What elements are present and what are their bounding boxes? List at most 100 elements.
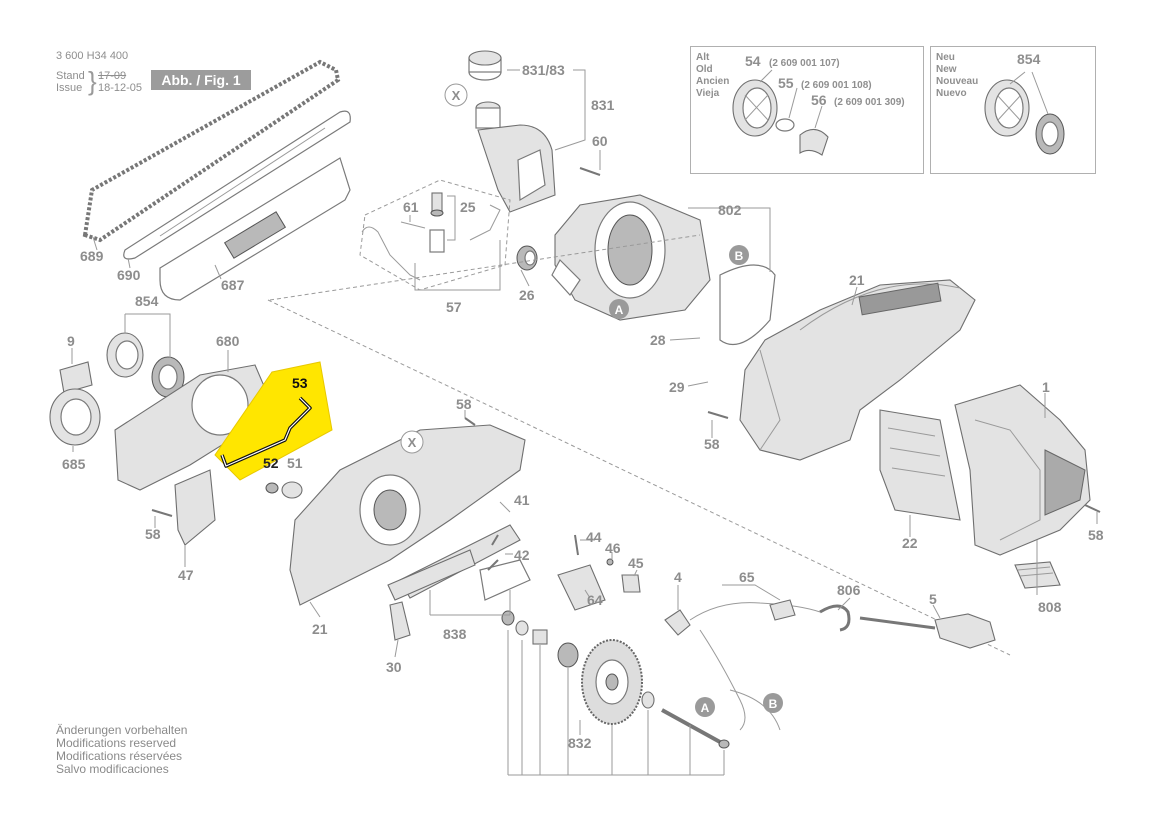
svg-text:B: B bbox=[769, 697, 778, 711]
oil-pump-assembly bbox=[361, 192, 501, 281]
new-lang-es: Nuevo bbox=[936, 88, 967, 99]
label-832: 832 bbox=[568, 735, 592, 751]
label-45: 45 bbox=[628, 555, 644, 571]
motor-gasket bbox=[719, 264, 776, 346]
svg-text:X: X bbox=[452, 88, 461, 103]
new-parts-box: Neu New Nouveau Nuevo 854 bbox=[930, 46, 1096, 174]
housing-main bbox=[739, 279, 976, 461]
label-53-highlighted: 53 bbox=[292, 375, 308, 391]
power-cable bbox=[819, 604, 996, 649]
badge-x-bottom: X bbox=[400, 430, 424, 454]
saw-chain bbox=[82, 59, 341, 243]
label-52: 52 bbox=[263, 455, 279, 471]
rear-handle bbox=[954, 384, 1091, 556]
stand-old-date: 17-09 bbox=[98, 70, 127, 82]
label-5: 5 bbox=[929, 591, 937, 607]
svg-text:X: X bbox=[408, 435, 417, 450]
label-838: 838 bbox=[443, 626, 467, 642]
label-4: 4 bbox=[674, 569, 682, 585]
issue-label: Issue bbox=[56, 82, 83, 94]
label-21-top: 21 bbox=[849, 272, 865, 288]
sprocket-854 bbox=[106, 332, 185, 398]
old-parts-box: Alt Old Ancien Vieja 54 (2 609 001 107) … bbox=[690, 46, 924, 174]
label-47: 47 bbox=[178, 567, 194, 583]
sprocket-cover-680 bbox=[114, 364, 271, 491]
label-57: 57 bbox=[446, 299, 462, 315]
old-lang-es: Vieja bbox=[696, 88, 720, 99]
old-part-55: 55 bbox=[778, 75, 794, 91]
label-808: 808 bbox=[1038, 599, 1062, 615]
label-42: 42 bbox=[514, 547, 530, 563]
label-58-right: 58 bbox=[704, 436, 720, 452]
cover-disc-685 bbox=[49, 388, 101, 446]
label-802: 802 bbox=[718, 202, 742, 218]
old-part-54-code: (2 609 001 107) bbox=[769, 58, 840, 69]
label-28: 28 bbox=[650, 332, 666, 348]
label-26: 26 bbox=[519, 287, 535, 303]
nut-51 bbox=[281, 481, 303, 499]
old-part-54: 54 bbox=[745, 53, 761, 69]
label-44: 44 bbox=[586, 529, 602, 545]
label-685: 685 bbox=[62, 456, 86, 472]
trigger-30 bbox=[389, 601, 411, 641]
old-lang-fr: Ancien bbox=[696, 76, 730, 87]
label-21-bottom: 21 bbox=[312, 621, 328, 637]
switch-64 bbox=[557, 564, 606, 611]
drive-gear bbox=[581, 639, 643, 725]
new-part-854: 854 bbox=[1017, 51, 1041, 67]
footer-line-es: Salvo modificaciones bbox=[56, 762, 169, 776]
badge-a-top: A bbox=[609, 299, 629, 319]
label-58-far: 58 bbox=[1088, 527, 1104, 543]
label-22: 22 bbox=[902, 535, 918, 551]
label-854: 854 bbox=[135, 293, 159, 309]
oil-tank-assembly bbox=[468, 50, 556, 213]
label-61: 61 bbox=[403, 199, 419, 215]
badge-a-bottom: A bbox=[695, 697, 715, 717]
dashed-box-57 bbox=[359, 179, 511, 291]
footer-line-fr: Modifications réservées bbox=[56, 749, 183, 763]
svg-text:A: A bbox=[615, 303, 624, 317]
label-806: 806 bbox=[837, 582, 861, 598]
new-lang-de: Neu bbox=[936, 52, 955, 63]
handle-shell bbox=[879, 409, 961, 521]
guide-bar bbox=[123, 110, 351, 260]
label-51: 51 bbox=[287, 455, 303, 471]
label-9: 9 bbox=[67, 333, 75, 349]
label-25: 25 bbox=[460, 199, 476, 215]
old-part-55-code: (2 609 001 108) bbox=[801, 80, 872, 91]
highlighted-part-53 bbox=[214, 361, 333, 481]
screws bbox=[151, 167, 1101, 517]
stand-label: Stand bbox=[56, 70, 85, 82]
label-65: 65 bbox=[739, 569, 755, 585]
label-46: 46 bbox=[605, 540, 621, 556]
label-29: 29 bbox=[669, 379, 685, 395]
footer-line-en: Modifications reserved bbox=[56, 736, 177, 750]
old-box-illustrations bbox=[732, 69, 829, 156]
bar-cover bbox=[159, 157, 351, 301]
old-part-56-code: (2 609 001 309) bbox=[834, 97, 905, 108]
label-1: 1 bbox=[1042, 379, 1050, 395]
washer-52 bbox=[265, 482, 279, 494]
new-lang-fr: Nouveau bbox=[936, 76, 979, 87]
brake-bracket-838 bbox=[387, 549, 531, 601]
housing-half bbox=[289, 424, 526, 606]
label-58-mid: 58 bbox=[456, 396, 472, 412]
brace-glyph: } bbox=[88, 66, 97, 96]
svg-text:B: B bbox=[735, 249, 744, 263]
old-lang-en: Old bbox=[696, 64, 713, 75]
motor bbox=[551, 194, 711, 321]
label-831: 831 bbox=[591, 97, 615, 113]
footer-line-de: Änderungen vorbehalten bbox=[56, 723, 188, 737]
badge-b-top: B bbox=[729, 245, 749, 265]
label-831-83: 831/83 bbox=[522, 62, 565, 78]
old-lang-de: Alt bbox=[696, 52, 710, 63]
pinion-26 bbox=[516, 245, 538, 271]
svg-text:A: A bbox=[701, 701, 710, 715]
document-number: 3 600 H34 400 bbox=[56, 50, 129, 62]
label-687: 687 bbox=[221, 277, 245, 293]
issue-date: 18-12-05 bbox=[98, 82, 143, 94]
label-64: 64 bbox=[587, 592, 603, 608]
figure-label: Abb. / Fig. 1 bbox=[151, 70, 251, 90]
label-9 bbox=[59, 361, 93, 394]
